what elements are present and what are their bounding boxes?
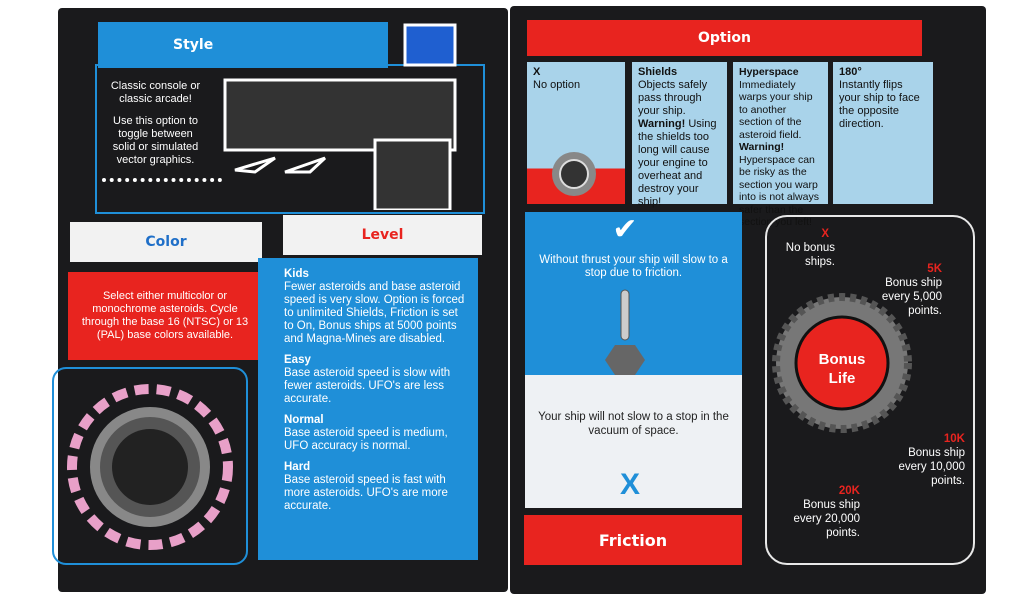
dotted-trail [102, 178, 222, 182]
option-name: Hyperspace [739, 66, 799, 78]
level-hard-desc: Base asteroid speed is fast with more as… [284, 474, 448, 512]
bonus-key: X [821, 228, 829, 240]
bonus-label-1: Bonus [818, 351, 866, 368]
option-name: X [533, 66, 541, 78]
level-normal-name: Normal [284, 414, 324, 426]
bonus-desc: No bonus ships. [785, 242, 835, 268]
bonus-frame [765, 215, 975, 565]
option-desc: Objects safely pass through your ship. [638, 79, 708, 117]
friction-header: Friction [524, 515, 742, 565]
style-text-1: Classic console or classic arcade! [110, 80, 201, 105]
friction-off-mark: X [619, 468, 640, 501]
bonus-key: 5K [927, 263, 942, 275]
bonus-desc: Bonus ship every 5,000 points. [881, 277, 942, 317]
option-desc: Immediately warps your ship to another s… [739, 78, 813, 141]
level-header: Level [283, 215, 482, 255]
joystick-icon [600, 285, 650, 375]
color-header: Color [70, 222, 262, 262]
style-header: Style [98, 22, 388, 68]
bonus-option-none: X No bonus ships. [770, 227, 835, 269]
option-header: Option [527, 20, 922, 56]
option-dial-icon [552, 152, 596, 196]
option-warning: Warning! [638, 118, 686, 130]
bonus-dial-icon [772, 293, 912, 433]
bonus-option-10k: 10K Bonus ship every 10,000 points. [885, 432, 966, 488]
color-dial-icon [67, 384, 233, 550]
option-desc: No option [533, 79, 581, 91]
bonus-key: 20K [838, 485, 860, 497]
bonus-desc: Bonus ship every 10,000 points. [898, 447, 966, 487]
friction-off-text: Your ship will not slow to a stop in the… [538, 411, 729, 437]
bonus-option-20k: 20K Bonus ship every 20,000 points. [780, 484, 861, 540]
bonus-label-2: Life [828, 370, 856, 387]
level-easy-desc: Base asteroid speed is slow with fewer a… [284, 367, 451, 405]
color-wheel-frame [52, 367, 248, 565]
option-panel-180: 180°Instantly flips your ship to face th… [833, 62, 933, 204]
style-image-frame [95, 64, 485, 214]
bonus-dial-label: Bonus Life [802, 350, 882, 388]
option-desc-2: Using the shields too long will cause yo… [638, 118, 717, 208]
color-description: Select either multicolor or monochrome a… [68, 272, 262, 360]
friction-on-checkmark: ✔ [612, 213, 638, 246]
bonus-desc: Bonus ship every 20,000 points. [793, 499, 861, 539]
level-easy-name: Easy [284, 354, 311, 366]
option-desc: Instantly flips your ship to face the op… [839, 79, 920, 130]
level-hard-name: Hard [284, 461, 311, 473]
bonus-option-5k: 5K Bonus ship every 5,000 points. [870, 262, 942, 318]
bonus-key: 10K [943, 433, 965, 445]
friction-on-text: Without thrust your ship will slow to a … [539, 254, 728, 279]
option-name: 180° [839, 66, 862, 78]
level-kids-name: Kids [284, 268, 309, 280]
ship-illustration [215, 20, 485, 212]
level-normal-desc: Base asteroid speed is medium, UFO accur… [284, 427, 448, 452]
option-warning: Warning! [739, 141, 785, 153]
style-text-2: Use this option to toggle between solid … [112, 115, 199, 166]
option-name: Shields [638, 66, 678, 78]
level-kids-desc: Fewer asteroids and base asteroid speed … [284, 281, 465, 345]
